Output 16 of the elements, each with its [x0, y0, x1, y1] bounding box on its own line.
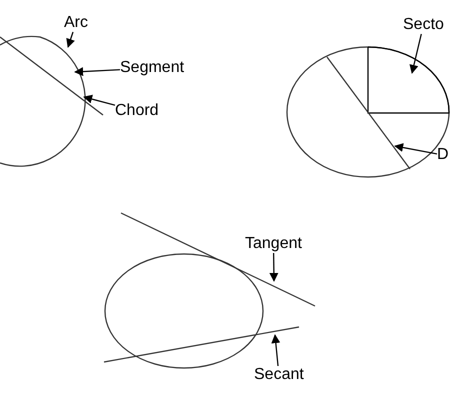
leader-line — [394, 143, 438, 154]
part-label: Tangent — [245, 235, 302, 253]
leader-line — [410, 34, 422, 74]
sector-outline — [367, 46, 450, 114]
leader-line — [83, 94, 116, 106]
leader-line — [74, 67, 120, 76]
part-label: Arc — [64, 14, 88, 32]
leader-line — [271, 334, 280, 366]
part-label: Chord — [115, 102, 159, 120]
part-label: Secant — [254, 366, 304, 384]
part-label: D — [437, 146, 449, 164]
part-label: Segment — [120, 59, 184, 77]
diameter-line — [326, 56, 410, 170]
leader-line — [66, 32, 75, 48]
part-label: Secto — [403, 16, 444, 34]
leader-line — [269, 253, 278, 282]
